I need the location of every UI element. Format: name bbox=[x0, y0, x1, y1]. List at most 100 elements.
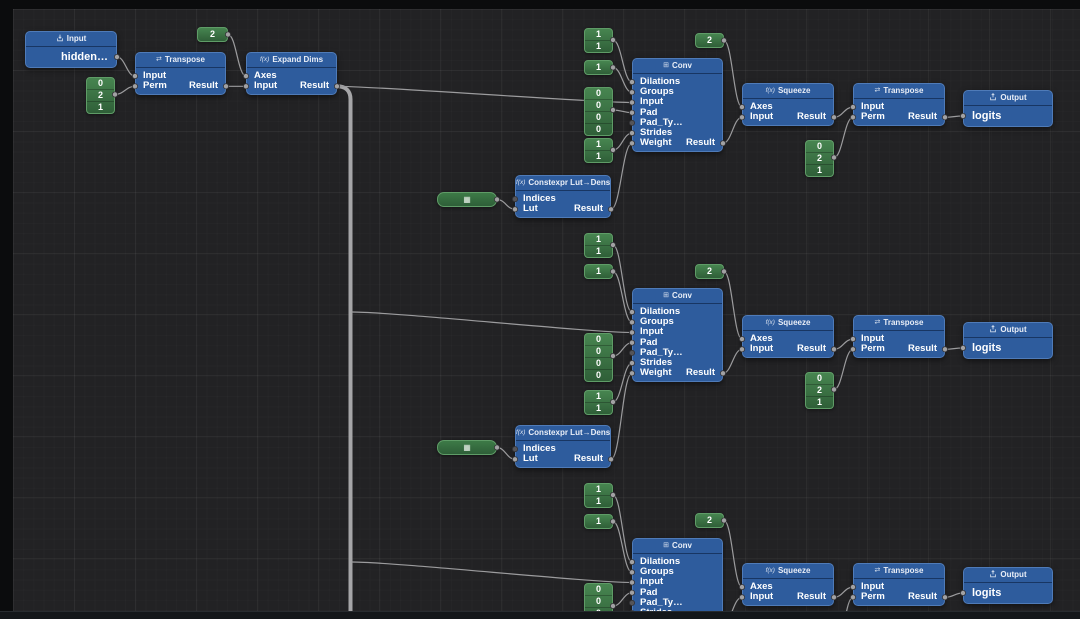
port-dot[interactable] bbox=[610, 398, 617, 405]
port-dot[interactable] bbox=[608, 456, 615, 463]
port-dot[interactable] bbox=[629, 109, 636, 116]
lut-table-node[interactable]: ▦ bbox=[437, 440, 497, 455]
port-dot[interactable] bbox=[629, 569, 636, 576]
port-dot[interactable] bbox=[629, 329, 636, 336]
port-dot[interactable] bbox=[333, 83, 340, 90]
port-dot[interactable] bbox=[942, 594, 949, 601]
port-dot[interactable] bbox=[739, 584, 746, 591]
port-dot[interactable] bbox=[224, 31, 231, 38]
port-dot[interactable] bbox=[629, 579, 636, 586]
port-dot[interactable] bbox=[831, 114, 838, 121]
port-dot[interactable] bbox=[721, 517, 728, 524]
port-dot[interactable] bbox=[850, 336, 857, 343]
port-dot[interactable] bbox=[960, 590, 967, 597]
value-node[interactable]: 2 bbox=[695, 513, 724, 528]
port-dot[interactable] bbox=[512, 456, 519, 463]
port-dot[interactable] bbox=[629, 349, 636, 356]
port-dot[interactable] bbox=[629, 99, 636, 106]
port-dot[interactable] bbox=[610, 64, 617, 71]
port-dot[interactable] bbox=[720, 370, 727, 377]
port-dot[interactable] bbox=[131, 73, 138, 80]
conv-node[interactable]: ⊞ConvDilationsGroupsInputPadPad_Ty…Strid… bbox=[632, 538, 723, 619]
port-dot[interactable] bbox=[512, 196, 519, 203]
port-dot[interactable] bbox=[739, 104, 746, 111]
port-dot[interactable] bbox=[739, 346, 746, 353]
port-dot[interactable] bbox=[610, 352, 617, 359]
port-dot[interactable] bbox=[629, 79, 636, 86]
port-dot[interactable] bbox=[850, 114, 857, 121]
port-dot[interactable] bbox=[629, 370, 636, 377]
port-dot[interactable] bbox=[131, 83, 138, 90]
port-dot[interactable] bbox=[629, 309, 636, 316]
port-dot[interactable] bbox=[942, 114, 949, 121]
port-dot[interactable] bbox=[721, 37, 728, 44]
value-node[interactable]: 2 bbox=[695, 264, 724, 279]
port-dot[interactable] bbox=[242, 73, 249, 80]
port-dot[interactable] bbox=[629, 559, 636, 566]
port-dot[interactable] bbox=[629, 119, 636, 126]
port-dot[interactable] bbox=[960, 344, 967, 351]
port-dot[interactable] bbox=[610, 491, 617, 498]
port-dot[interactable] bbox=[831, 154, 838, 161]
port-dot[interactable] bbox=[850, 346, 857, 353]
port-dot[interactable] bbox=[610, 107, 617, 114]
port-dot[interactable] bbox=[850, 594, 857, 601]
port-dot[interactable] bbox=[610, 37, 617, 44]
port-dot[interactable] bbox=[610, 241, 617, 248]
port-dot[interactable] bbox=[114, 54, 121, 61]
port-dot[interactable] bbox=[629, 339, 636, 346]
port-dot[interactable] bbox=[629, 360, 636, 367]
port-dot[interactable] bbox=[512, 206, 519, 213]
port-dot[interactable] bbox=[610, 146, 617, 153]
value-node[interactable]: 1 bbox=[584, 60, 613, 75]
port-dot[interactable] bbox=[610, 518, 617, 525]
value-node[interactable]: 2 bbox=[197, 27, 228, 42]
value-node[interactable]: 2 bbox=[695, 33, 724, 48]
port-dot[interactable] bbox=[629, 319, 636, 326]
port-dot[interactable] bbox=[720, 140, 727, 147]
port-dot[interactable] bbox=[493, 444, 500, 451]
port-dot[interactable] bbox=[960, 113, 967, 120]
port-dot[interactable] bbox=[629, 89, 636, 96]
port-dot[interactable] bbox=[739, 594, 746, 601]
port-dot[interactable] bbox=[942, 346, 949, 353]
port-dot[interactable] bbox=[610, 268, 617, 275]
port-dot[interactable] bbox=[112, 91, 119, 98]
port-dot[interactable] bbox=[629, 130, 636, 137]
port-dot[interactable] bbox=[721, 268, 728, 275]
port-dot[interactable] bbox=[831, 386, 838, 393]
port-dot[interactable] bbox=[739, 114, 746, 121]
port-dot[interactable] bbox=[629, 589, 636, 596]
lut-table-node[interactable]: ▦ bbox=[437, 192, 497, 207]
port-dot[interactable] bbox=[831, 594, 838, 601]
port-dot[interactable] bbox=[629, 140, 636, 147]
value-node[interactable]: 1 bbox=[584, 514, 613, 529]
port-dot[interactable] bbox=[831, 346, 838, 353]
port-dot[interactable] bbox=[222, 83, 229, 90]
port-dot[interactable] bbox=[739, 336, 746, 343]
